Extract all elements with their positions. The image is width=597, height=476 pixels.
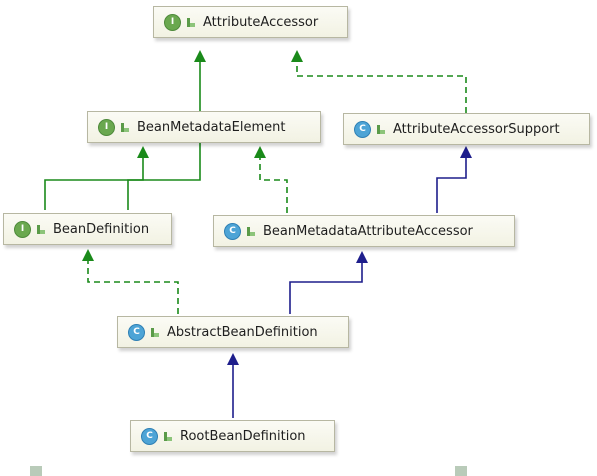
node-label: BeanDefinition xyxy=(53,221,150,237)
edge-beanmetadataattributeaccessor-to-attributeaccessorsupport xyxy=(436,146,472,213)
edge-abstractbeandefinition-to-beanmetadataattributeaccessor xyxy=(289,251,368,314)
node-label: AbstractBeanDefinition xyxy=(167,324,318,340)
node-label: BeanMetadataAttributeAccessor xyxy=(263,223,473,239)
footer-mark-right xyxy=(455,466,467,476)
edge-abstractbeandefinition-to-beandefinition xyxy=(82,249,179,314)
public-visibility-icon xyxy=(37,224,45,234)
node-abstract-bean-definition[interactable]: C AbstractBeanDefinition xyxy=(117,316,349,348)
node-label: BeanMetadataElement xyxy=(137,119,286,135)
node-bean-metadata-element[interactable]: I BeanMetadataElement xyxy=(87,111,321,143)
interface-icon: I xyxy=(98,118,115,136)
class-icon: C xyxy=(354,120,371,138)
interface-icon: I xyxy=(14,220,31,238)
node-bean-definition[interactable]: I BeanDefinition xyxy=(3,213,172,245)
interface-icon: I xyxy=(164,13,181,31)
node-label: AttributeAccessorSupport xyxy=(393,121,560,137)
class-icon: C xyxy=(128,323,145,341)
edge-beanmetadataattributeaccessor-to-beanmetadataelement xyxy=(254,146,288,213)
node-bean-metadata-attribute-accessor[interactable]: C BeanMetadataAttributeAccessor xyxy=(213,215,515,247)
node-root-bean-definition[interactable]: C RootBeanDefinition xyxy=(130,420,335,452)
public-visibility-icon xyxy=(164,431,172,441)
node-attribute-accessor[interactable]: I AttributeAccessor xyxy=(153,6,348,38)
edge-rootbeandefinition-to-abstractbeandefinition xyxy=(227,353,239,418)
node-label: RootBeanDefinition xyxy=(180,428,306,444)
edge-attributeaccessorsupport-to-attributeaccessor xyxy=(291,50,467,113)
node-attribute-accessor-support[interactable]: C AttributeAccessorSupport xyxy=(343,113,590,145)
edge-beandefinition-to-beanmetadataelement xyxy=(127,146,149,210)
public-visibility-icon xyxy=(121,122,129,132)
footer-mark-left xyxy=(30,466,42,476)
public-visibility-icon xyxy=(247,226,255,236)
public-visibility-icon xyxy=(377,124,385,134)
public-visibility-icon xyxy=(151,327,159,337)
node-label: AttributeAccessor xyxy=(203,14,319,30)
class-icon: C xyxy=(141,427,158,445)
class-icon: C xyxy=(224,222,241,240)
public-visibility-icon xyxy=(187,17,195,27)
